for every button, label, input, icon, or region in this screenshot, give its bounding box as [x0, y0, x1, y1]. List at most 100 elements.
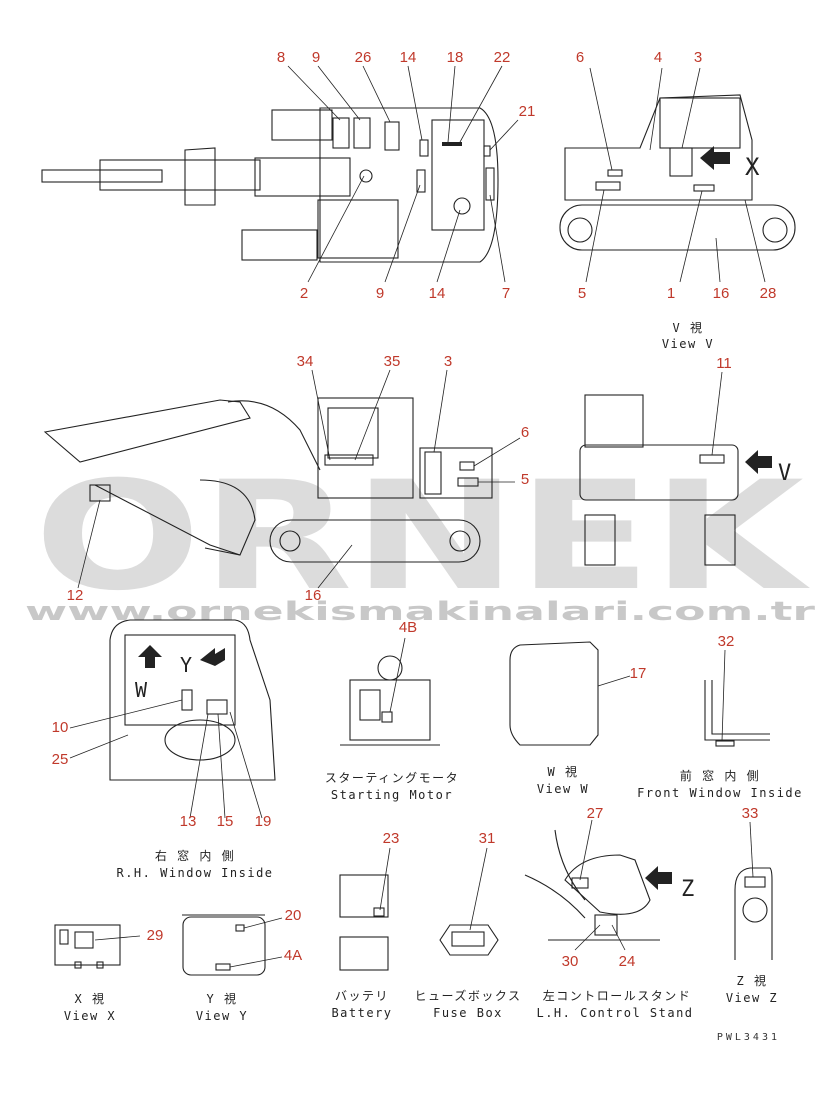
- rear-track-right: [704, 514, 736, 566]
- top-boom-base: [254, 157, 351, 197]
- callout-3-v: 3: [694, 49, 702, 66]
- view-z-caption-en: View Z: [726, 991, 778, 1005]
- motor-cap: [377, 655, 403, 681]
- side-track: [269, 519, 481, 563]
- callout-8: 8: [277, 49, 285, 66]
- cab-marker-w: W: [135, 678, 148, 702]
- callout-3-side: 3: [444, 353, 452, 370]
- view-x-caption-en: View X: [64, 1009, 116, 1023]
- fuse-box-view: 31 ヒューズボックス Fuse Box: [414, 830, 521, 1020]
- fuse-caption-jp: ヒューズボックス: [414, 988, 521, 1003]
- callout-15: 15: [217, 813, 234, 830]
- view-w-caption-en: View W: [537, 782, 589, 796]
- top-engine-hood: [431, 119, 485, 231]
- callout-16-side: 16: [305, 587, 322, 604]
- y-decal-20: [235, 924, 245, 932]
- rear-marker-v: V: [778, 461, 791, 486]
- top-decal-14a: [419, 139, 429, 157]
- starting-motor-view: 4B スターティングモータ Starting Motor: [325, 619, 459, 802]
- side-cab: [317, 397, 414, 499]
- cab-up-arrow-icon: [138, 645, 162, 668]
- view-y-caption-en: View Y: [196, 1009, 248, 1023]
- watermark-url: www.ornekismakinalari.com.tr: [25, 597, 815, 627]
- battery-decal-23: [373, 907, 385, 917]
- top-decal-7: [485, 167, 495, 201]
- y-decal-4a: [215, 963, 231, 971]
- drawing-code: PWL3431: [717, 1032, 780, 1043]
- callout-6-v: 6: [576, 49, 584, 66]
- top-decal-9b: [416, 169, 426, 193]
- side-boom: [227, 400, 321, 471]
- view-x: 29 X 視 View X: [54, 924, 163, 1023]
- top-arm: [41, 169, 163, 183]
- view-z-caption-jp: Z 視: [737, 973, 768, 988]
- front-window-inner: [711, 680, 770, 735]
- front-caption-en: Front Window Inside: [637, 786, 803, 800]
- callout-24: 24: [619, 953, 636, 970]
- side-arm: [43, 399, 251, 463]
- side-engine: [419, 447, 493, 499]
- y-window: [182, 916, 266, 976]
- cab-outline: [109, 619, 276, 781]
- stand-lever: [554, 829, 586, 901]
- v-arrow-icon: [700, 146, 730, 170]
- rear-counterweight: [579, 444, 739, 501]
- callout-35: 35: [384, 353, 401, 370]
- view-x-caption-jp: X 視: [75, 991, 106, 1006]
- callout-14-top: 14: [400, 49, 417, 66]
- callout-22: 22: [494, 49, 511, 66]
- cab-diag-arrow-icon: [200, 648, 225, 666]
- callout-19: 19: [255, 813, 272, 830]
- view-z: 33 Z 視 View Z: [726, 805, 778, 1005]
- stand-body: [564, 854, 651, 915]
- battery-caption-en: Battery: [331, 1006, 392, 1020]
- top-cab: [317, 199, 399, 259]
- stand-arrow-icon: [645, 866, 672, 890]
- w-window: [509, 641, 599, 746]
- control-stand-view: Z 27 30 24 左コントロールスタンド L.H. Control Stan…: [524, 805, 694, 1020]
- cab-caption-en: R.H. Window Inside: [116, 866, 273, 880]
- side-boom-lower: [94, 484, 241, 556]
- callout-30: 30: [562, 953, 579, 970]
- motor-caption-jp: スターティングモータ: [325, 771, 459, 785]
- callout-4b: 4B: [399, 619, 417, 636]
- top-bucket-link: [184, 147, 216, 206]
- fuse-caption-en: Fuse Box: [433, 1006, 503, 1020]
- cab-marker-y: Y: [180, 653, 192, 677]
- z-dial: [742, 897, 768, 923]
- top-decal-21: [483, 145, 491, 157]
- callout-13: 13: [180, 813, 197, 830]
- battery-view: 23 バッテリ Battery: [331, 830, 399, 1020]
- callout-26: 26: [355, 49, 372, 66]
- watermark: ORNEK www.ornekismakinalari.com.tr: [25, 450, 815, 627]
- top-swing-center: [359, 169, 373, 183]
- cab-decal-10: [181, 689, 193, 711]
- callout-34: 34: [297, 353, 314, 370]
- callout-27: 27: [587, 805, 604, 822]
- cab-rh-view: W Y 10 25 13 15 19 右 窓 内 側 R.H. Window I…: [52, 619, 276, 880]
- stand-marker-z: Z: [681, 877, 694, 902]
- x-foot-a: [74, 961, 82, 969]
- callout-25: 25: [52, 751, 69, 768]
- callout-5-side: 5: [521, 471, 529, 488]
- callout-23: 23: [383, 830, 400, 847]
- rear-view: V 11: [579, 355, 791, 566]
- view-v-caption-en: View V: [662, 337, 714, 351]
- v-track: [559, 204, 796, 251]
- x-panel: [54, 924, 121, 966]
- callout-10: 10: [52, 719, 69, 736]
- view-y-caption-jp: Y 視: [207, 991, 238, 1006]
- callout-1: 1: [667, 285, 675, 302]
- top-view: 8 9 26 14 18 22 21 2 9 14 7: [41, 49, 536, 302]
- callout-4a: 4A: [284, 947, 302, 964]
- top-cap: [453, 197, 471, 215]
- callout-32: 32: [718, 633, 735, 650]
- callout-17: 17: [630, 665, 647, 682]
- side-sprocket: [449, 530, 471, 552]
- battery-top: [339, 874, 389, 918]
- v-sprocket: [762, 217, 788, 243]
- front-caption-jp: 前 窓 内 側: [680, 768, 760, 783]
- callout-21: 21: [519, 103, 536, 120]
- callout-5-v: 5: [578, 285, 586, 302]
